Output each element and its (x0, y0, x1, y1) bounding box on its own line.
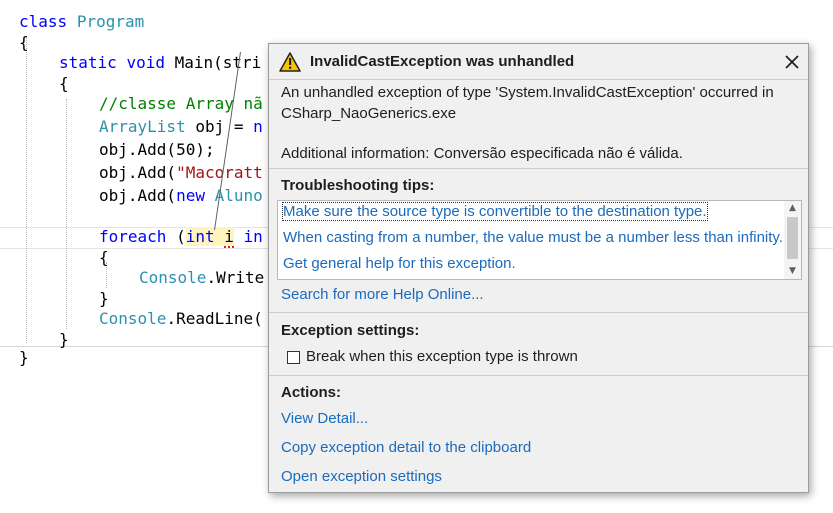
code-line-main: static void Main(stri (59, 53, 262, 72)
code-line-brace: { (59, 74, 69, 93)
code-line-arraylist: ArrayList obj = n (99, 117, 263, 136)
copy-exception-detail-link[interactable]: Copy exception detail to the clipboard (281, 439, 532, 456)
code-line-add-aluno: obj.Add(new Aluno (99, 186, 263, 205)
view-detail-link[interactable]: View Detail... (281, 410, 369, 427)
code-line-add-string: obj.Add("Macoratt (99, 163, 263, 182)
exception-message-line: An unhandled exception of type 'System.I… (281, 84, 774, 101)
exception-settings-title: Exception settings: (281, 322, 420, 339)
break-on-exception-checkbox[interactable] (287, 351, 300, 364)
search-help-online-link[interactable]: Search for more Help Online... (281, 286, 484, 303)
divider (269, 168, 808, 169)
indent-guide (66, 99, 67, 329)
indent-guide (26, 37, 27, 343)
additional-information: Additional information: Conversão especi… (281, 145, 683, 162)
popup-title: InvalidCastException was unhandled (310, 53, 575, 70)
scrollbar-thumb[interactable] (787, 217, 798, 259)
troubleshooting-tips-list[interactable]: Make sure the source type is convertible… (277, 200, 802, 280)
tip-link[interactable]: Make sure the source type is convertible… (282, 202, 708, 221)
code-line-brace: { (99, 248, 109, 267)
indent-guide (106, 262, 107, 288)
popup-title-bar: InvalidCastException was unhandled (269, 44, 808, 80)
tip-link[interactable]: When casting from a number, the value mu… (283, 229, 783, 246)
chevron-down-icon[interactable]: ▼ (789, 266, 796, 276)
tip-link[interactable]: Get general help for this exception. (283, 255, 516, 272)
actions-title: Actions: (281, 384, 341, 401)
highlighted-cast: int i (185, 227, 234, 248)
code-line-foreach: foreach (int i in (99, 227, 263, 248)
exception-assistant-popup: InvalidCastException was unhandled An un… (268, 43, 809, 493)
open-exception-settings-link[interactable]: Open exception settings (281, 468, 442, 485)
tips-scrollbar[interactable]: ▲ ▼ (784, 201, 801, 279)
divider (269, 79, 808, 80)
break-on-exception-label[interactable]: Break when this exception type is thrown (306, 348, 578, 365)
warning-triangle-icon (279, 52, 301, 72)
code-line-class: class Program (19, 12, 145, 31)
code-line-console-write: Console.Write (139, 268, 265, 287)
chevron-up-icon[interactable]: ▲ (789, 203, 796, 213)
divider (269, 375, 808, 376)
code-line-brace: { (19, 33, 29, 52)
close-icon[interactable] (782, 52, 802, 72)
code-line-comment: //classe Array nã (99, 94, 263, 113)
code-line-readline: Console.ReadLine( (99, 309, 263, 328)
exception-message-line: CSharp_NaoGenerics.exe (281, 105, 457, 122)
code-line-add-50: obj.Add(50); (99, 140, 215, 159)
code-line-brace: } (19, 348, 29, 367)
divider (269, 312, 808, 313)
troubleshooting-title: Troubleshooting tips: (281, 177, 435, 194)
code-line-brace: } (99, 289, 109, 308)
code-line-brace: } (59, 330, 69, 349)
